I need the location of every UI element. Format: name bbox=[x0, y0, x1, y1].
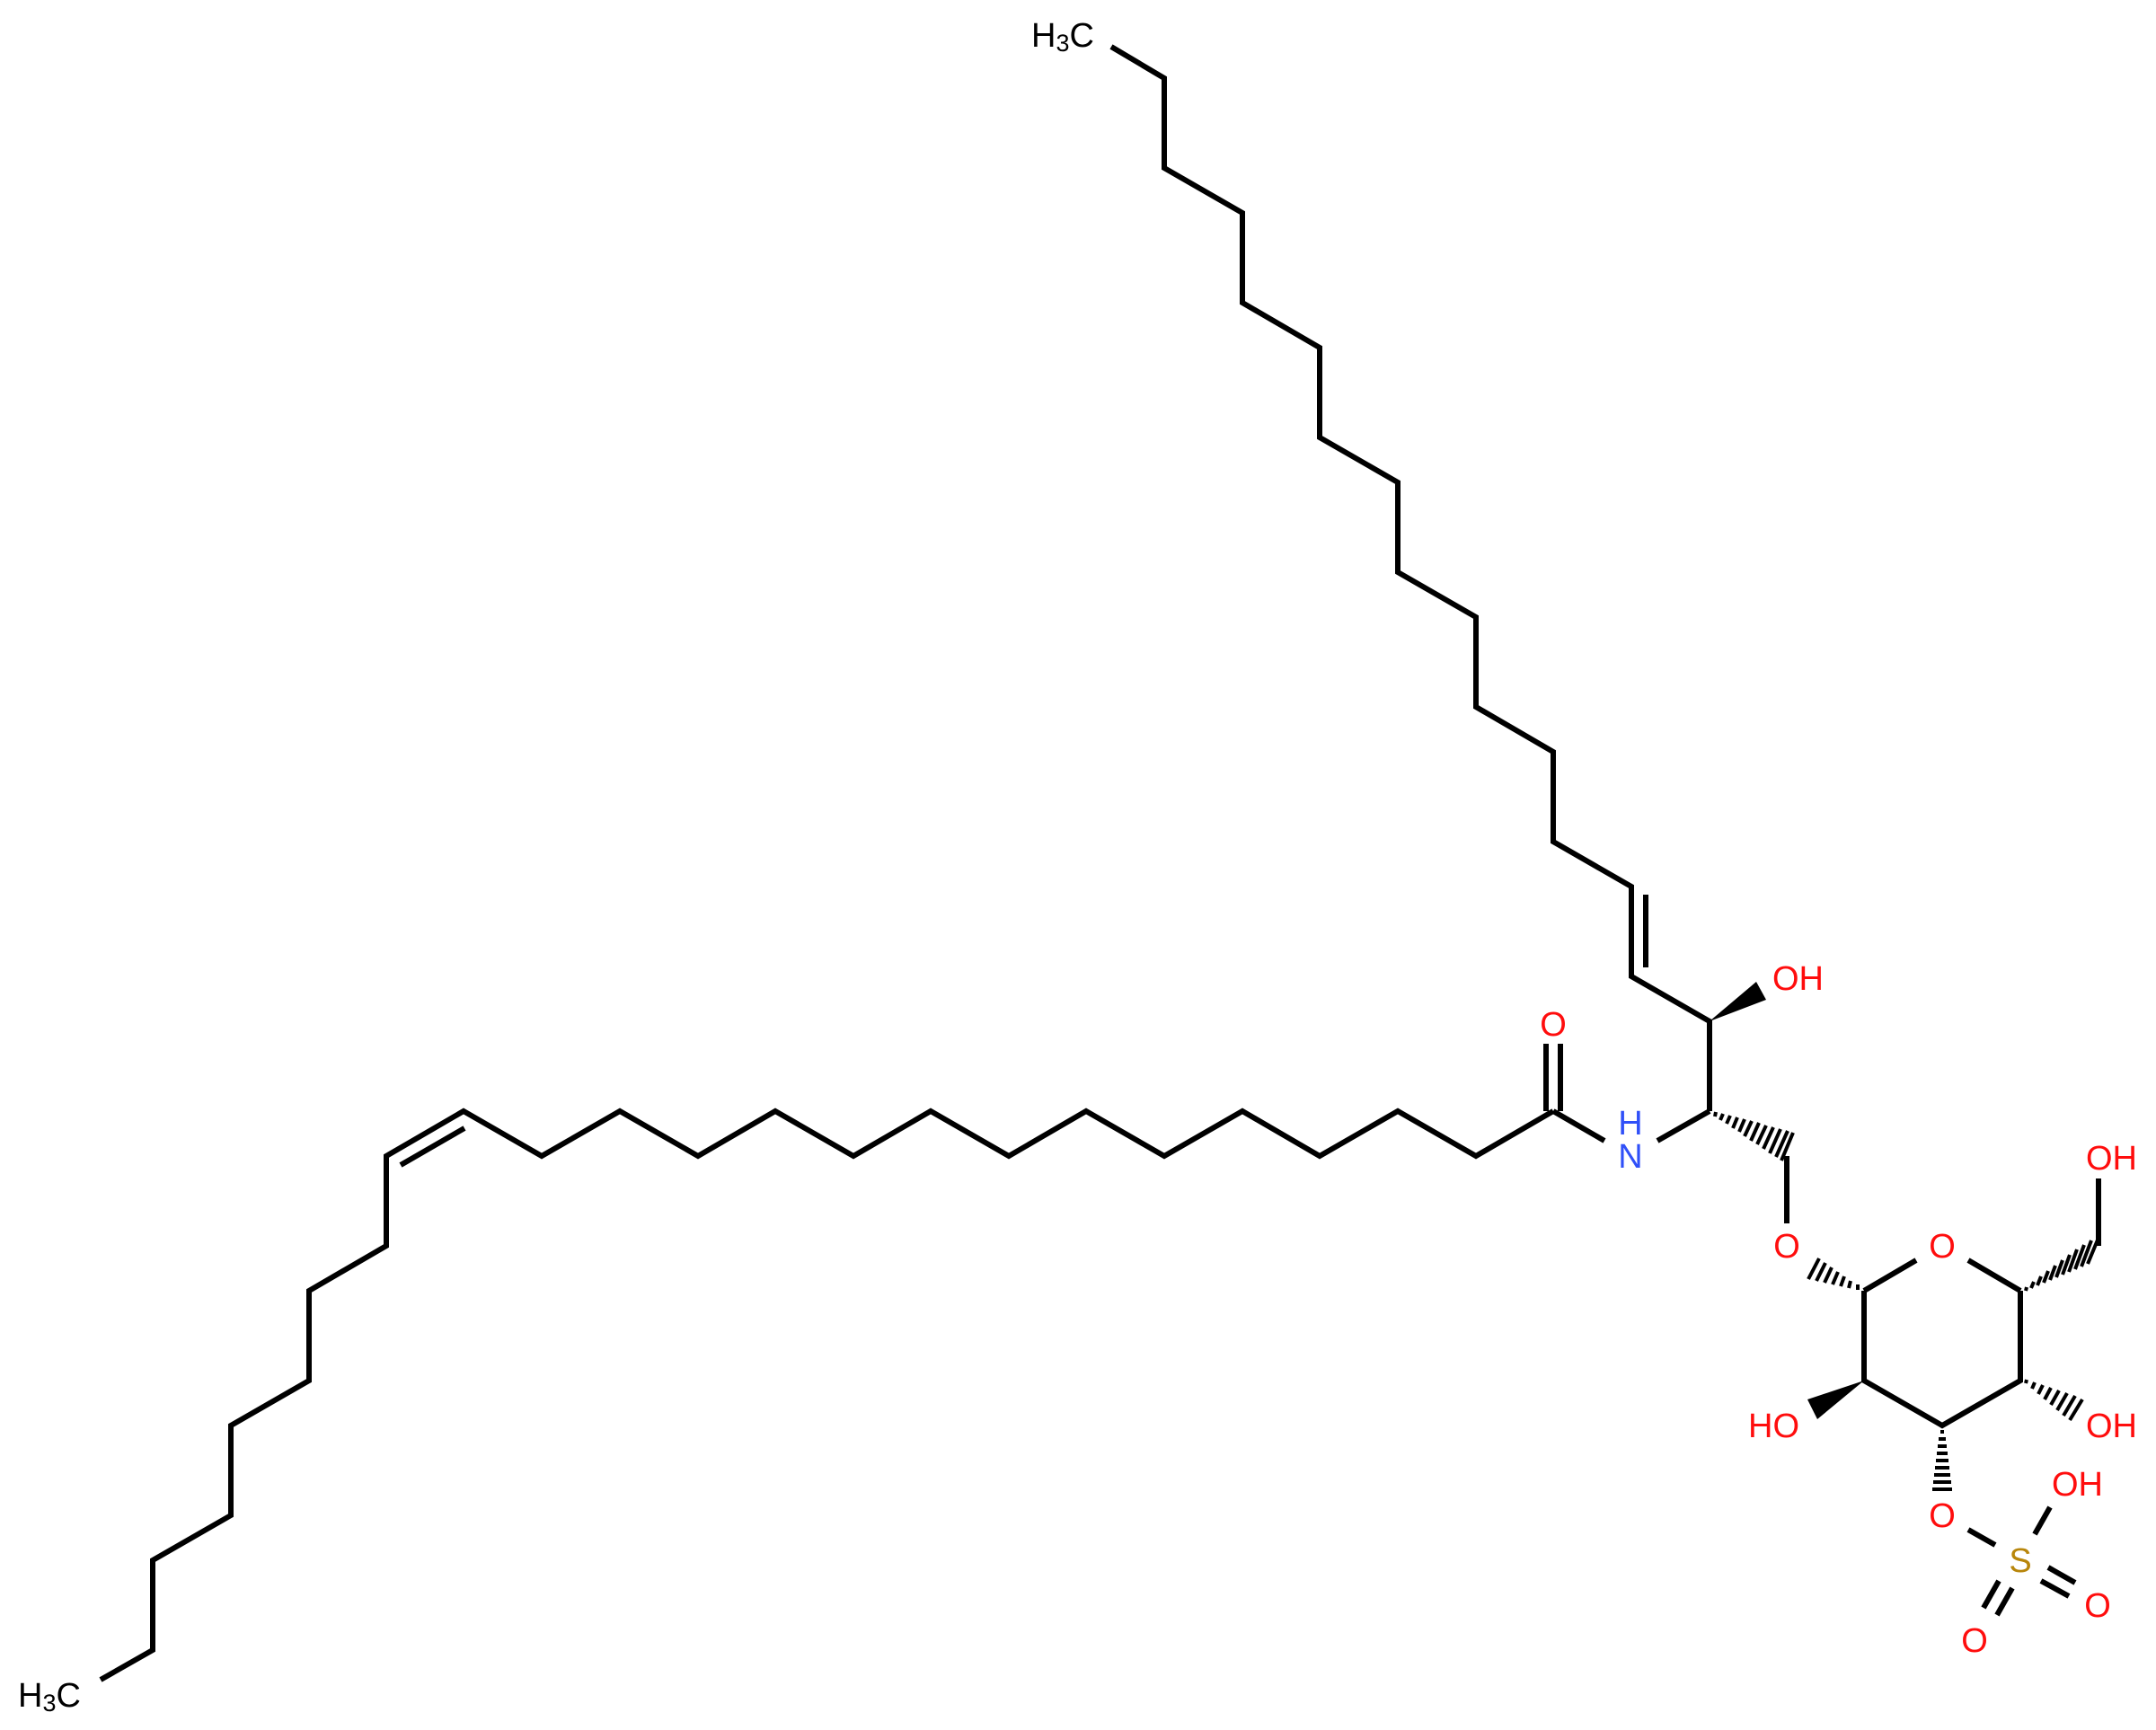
bond-n-carbonyl bbox=[1551, 1108, 1606, 1143]
bond-s-o-left-b bbox=[1994, 1586, 2015, 1617]
ring-bond-o-c5 bbox=[1966, 1258, 2022, 1293]
methyl-top-label: H3C bbox=[1031, 17, 1094, 57]
bond-s-o-right-b bbox=[2039, 1578, 2071, 1599]
sphingosine-chain bbox=[1109, 44, 1712, 1111]
carbonyl-oxygen-label: O bbox=[1540, 1006, 1567, 1044]
ring-bond-c1-o bbox=[1862, 1258, 1918, 1293]
bond-s-o-right-a bbox=[2046, 1565, 2077, 1585]
ester-oxygen-label: O bbox=[1929, 1497, 1956, 1535]
hash-bond-c5-c6 bbox=[2024, 1237, 2100, 1292]
hash-bond-c4-oh bbox=[2024, 1379, 2084, 1422]
sulfate-oxygen-left-label: O bbox=[1961, 1622, 1988, 1660]
hash-bond-anomeric bbox=[1807, 1258, 1860, 1290]
ring-oxygen-label: O bbox=[1929, 1228, 1956, 1266]
amide-n-label: N bbox=[1618, 1138, 1642, 1176]
hydroxymethyl-oh-label: OH bbox=[2086, 1140, 2137, 1178]
methyl-bottom-label: H3C bbox=[18, 1677, 81, 1717]
bond-o-s bbox=[1966, 1527, 1997, 1548]
bond-c2-n bbox=[1656, 1108, 1711, 1143]
hydroxyl-c4-label: OH bbox=[2086, 1408, 2137, 1445]
amide-h-label: H bbox=[1618, 1105, 1642, 1143]
wedge-bond-c2-oh bbox=[1807, 1381, 1864, 1419]
glycosidic-oxygen-label: O bbox=[1773, 1228, 1800, 1266]
sulfur-label: S bbox=[2009, 1542, 2031, 1580]
cis-double-bond-inner bbox=[399, 1125, 466, 1168]
hydroxyl-sphingosine-label: OH bbox=[1772, 960, 1824, 998]
hash-bond-c2-ch2 bbox=[1713, 1111, 1795, 1161]
ring-bonds-carbon bbox=[1861, 1291, 2023, 1429]
hash-bond-c3-osulfate bbox=[1932, 1430, 1952, 1491]
sulfate-oh-label: OH bbox=[2052, 1466, 2103, 1504]
bond-s-o-left-a bbox=[1981, 1579, 2001, 1610]
acyl-chain bbox=[99, 1108, 1555, 1682]
wedge-bond-c3-oh bbox=[1710, 982, 1766, 1021]
hydroxyl-c2-label: HO bbox=[1748, 1408, 1799, 1445]
sulfate-oxygen-right-label: O bbox=[2084, 1587, 2111, 1625]
bond-s-oh bbox=[2032, 1505, 2053, 1536]
